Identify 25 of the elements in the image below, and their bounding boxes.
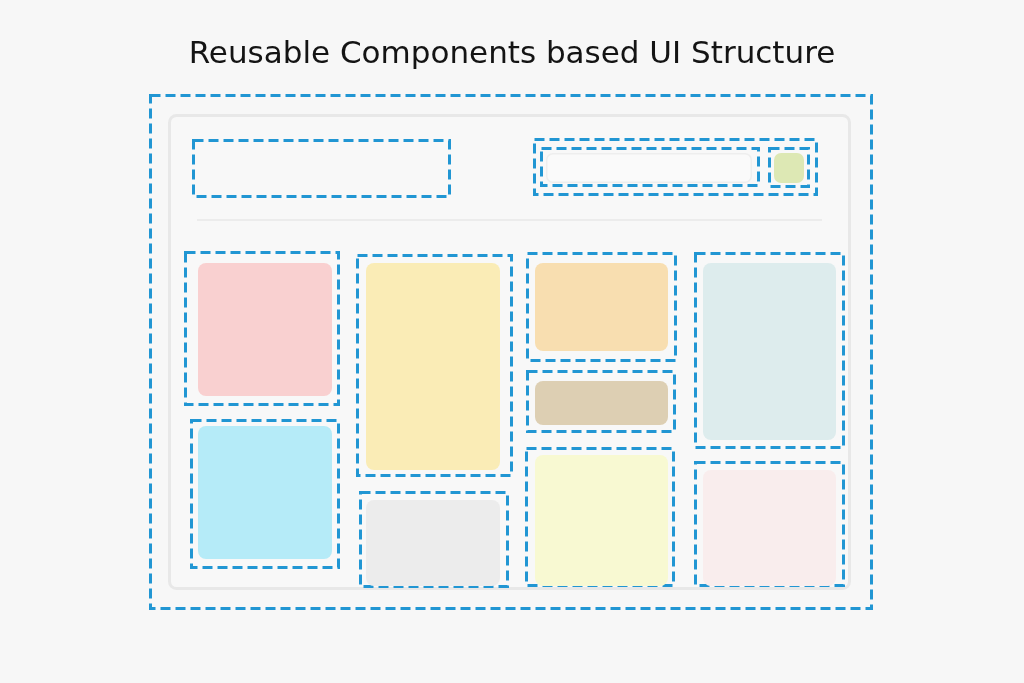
component-outline: [192, 139, 451, 198]
content-block: [703, 263, 836, 440]
content-block: [198, 263, 332, 396]
input-field: [546, 153, 752, 183]
component-outline: [694, 252, 845, 449]
button-placeholder: [774, 153, 804, 183]
component-outline: [768, 147, 810, 188]
content-block: [198, 426, 332, 559]
component-outline: [540, 147, 760, 187]
component-outline: [533, 138, 818, 196]
content-block: [703, 470, 836, 586]
component-outline: [359, 491, 509, 588]
content-block: [366, 263, 500, 470]
component-outline: [356, 254, 513, 477]
content-block: [366, 500, 500, 586]
content-block: [535, 381, 668, 425]
component-outline: [526, 252, 677, 362]
component-outline: [525, 447, 675, 587]
component-outline: [694, 461, 845, 587]
content-block: [535, 455, 668, 586]
component-outline: [526, 370, 676, 433]
content-block: [535, 263, 668, 351]
diagram-title: Reusable Components based UI Structure: [188, 33, 836, 72]
component-outline: [184, 251, 340, 406]
component-outline: [190, 419, 340, 569]
